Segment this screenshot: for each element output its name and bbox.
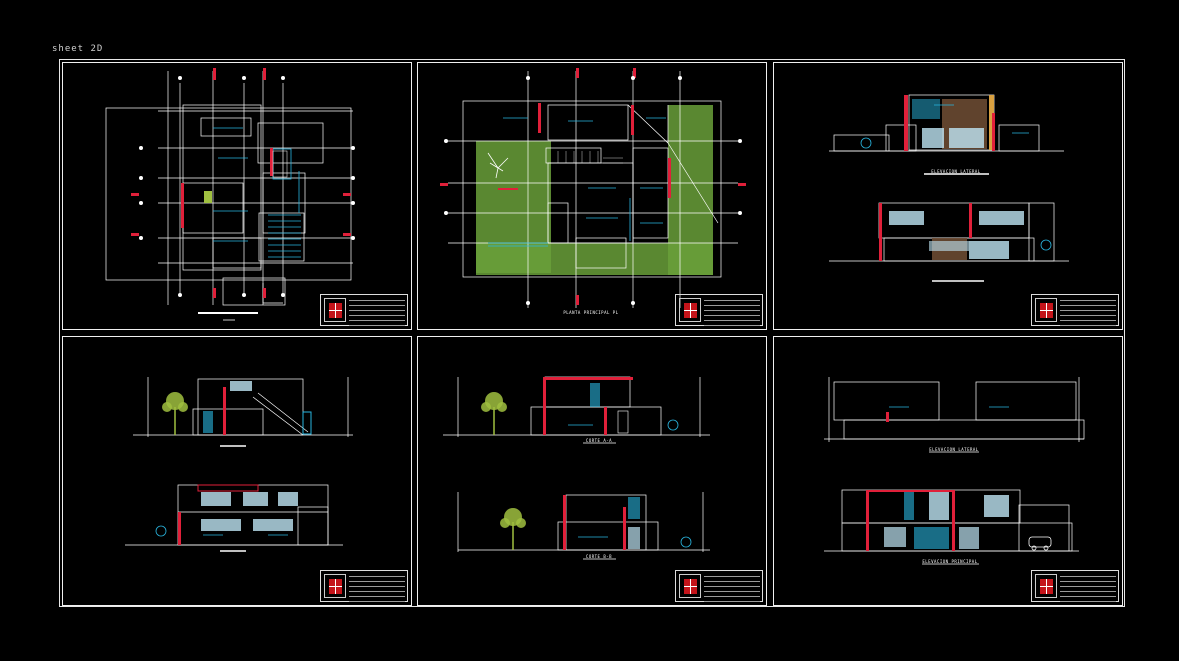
title-block-logo-icon bbox=[1035, 574, 1057, 598]
caption-corte-b-b: CORTE B-B bbox=[585, 554, 613, 559]
caption-plan-principal: PLANTA PRINCIPAL PL bbox=[563, 310, 619, 315]
sections-1-drawing bbox=[125, 377, 353, 552]
title-block-logo-icon bbox=[679, 574, 701, 598]
caption-elevacion-lateral: ELEVACION LATERAL bbox=[931, 169, 981, 174]
title-block bbox=[1031, 294, 1119, 326]
car-icon bbox=[1028, 536, 1052, 551]
sections-2-drawing bbox=[443, 376, 710, 560]
caption-elevacion-lateral-2: ELEVACION LATERAL bbox=[929, 447, 979, 452]
elevations-1-drawing bbox=[829, 94, 1069, 282]
drawing-frame bbox=[59, 59, 1125, 607]
title-block-logo-icon bbox=[1035, 298, 1057, 322]
title-block bbox=[320, 294, 408, 326]
title-block bbox=[675, 294, 763, 326]
title-block-logo-icon bbox=[679, 298, 701, 322]
floor-plan-1-drawing bbox=[105, 68, 355, 321]
tree-icon bbox=[162, 392, 188, 435]
title-block-logo-icon bbox=[324, 298, 346, 322]
sheet-corner-label: sheet 2D bbox=[52, 44, 104, 54]
caption-corte-a-a: CORTE A-A bbox=[585, 438, 613, 443]
floor-plan-2-drawing bbox=[440, 68, 746, 308]
tree-icon bbox=[481, 392, 507, 435]
sheet-sections-2[interactable]: CORTE A-A CORTE B-B bbox=[417, 336, 767, 606]
elevations-2-drawing bbox=[824, 377, 1085, 565]
tree-icon bbox=[500, 508, 526, 550]
caption-elevacion-principal: ELEVACION PRINCIPAL bbox=[922, 559, 978, 564]
title-block bbox=[675, 570, 763, 602]
title-block-logo-icon bbox=[324, 574, 346, 598]
sheet-floor-plan-2[interactable]: PLANTA PRINCIPAL PL bbox=[417, 62, 767, 330]
sheet-sections-1[interactable] bbox=[62, 336, 412, 606]
sheet-floor-plan-1[interactable] bbox=[62, 62, 412, 330]
title-block bbox=[1031, 570, 1119, 602]
sheet-elevations-1[interactable]: ELEVACION LATERAL bbox=[773, 62, 1123, 330]
title-block bbox=[320, 570, 408, 602]
sheet-elevations-2[interactable]: ELEVACION LATERAL ELEVACION PRINCIPAL bbox=[773, 336, 1123, 606]
